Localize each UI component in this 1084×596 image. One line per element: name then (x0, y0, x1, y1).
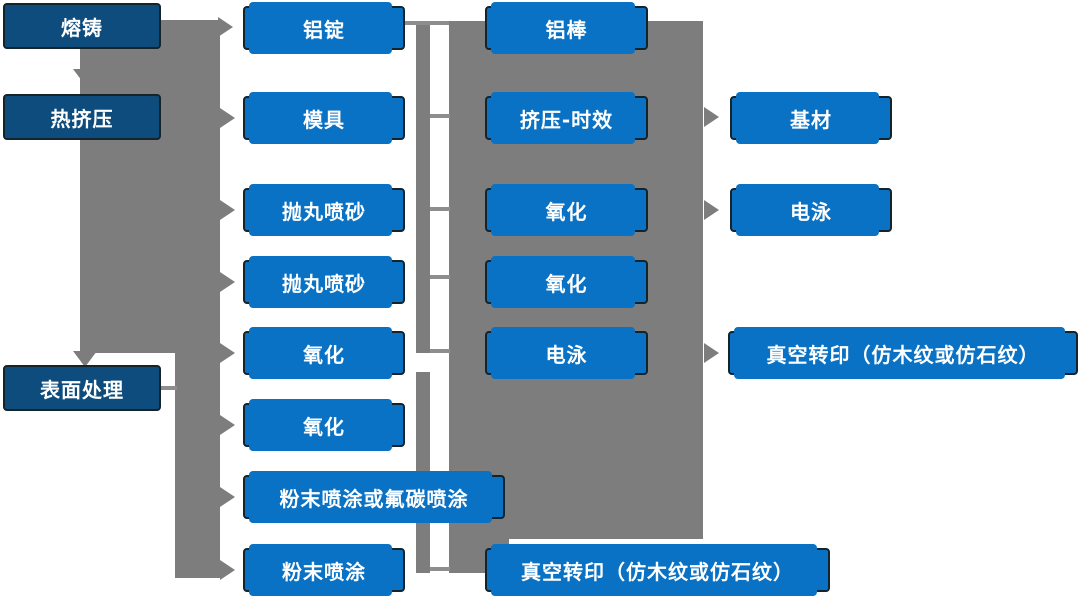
arrow-to-powder-coating (220, 560, 235, 580)
node-hot-extrusion: 热挤压 (3, 94, 161, 140)
node-oxidation-1: 氧化 (243, 327, 405, 379)
connector-band-left-narrow (175, 353, 220, 578)
node-mold: 模具 (243, 92, 405, 144)
tick-bus-row4 (430, 275, 450, 279)
node-aluminum-rod: 铝棒 (485, 2, 648, 54)
node-oxidation-3: 氧化 (485, 184, 648, 236)
arrow-down-to-surface-treatment (73, 351, 97, 367)
connector-band-left-wide (80, 20, 220, 353)
node-aluminum-ingot: 铝锭 (243, 2, 405, 54)
tick-bus-row3 (430, 207, 450, 211)
connector-shaft-casting-to-ingot (161, 20, 218, 36)
tick-bus-row2 (430, 114, 450, 118)
arrow-to-electrophoresis-2 (704, 200, 719, 220)
arrow-down-to-hot-extrusion (73, 69, 97, 85)
node-vacuum-transfer-bottom: 真空转印（仿木纹或仿石纹） (485, 544, 830, 596)
node-shot-blasting-2: 抛丸喷砂 (243, 256, 405, 308)
arrow-to-mold (220, 108, 235, 128)
node-extrusion-aging: 挤压-时效 (485, 92, 648, 144)
node-electrophoresis-2: 电泳 (730, 184, 892, 236)
tick-bus-bottom (430, 567, 450, 571)
tick-ingot-to-bus (405, 21, 449, 25)
arrow-to-powder-or-fluorocarbon (220, 487, 235, 507)
arrow-to-base-material (704, 107, 719, 127)
node-oxidation-4: 氧化 (485, 256, 648, 308)
node-surface-treatment: 表面处理 (3, 365, 161, 411)
node-base-material: 基材 (730, 92, 892, 144)
node-powder-or-fluorocarbon-coating: 粉末喷涂或氟碳喷涂 (243, 471, 505, 523)
arrow-to-vacuum-transfer-right (704, 343, 719, 363)
arrow-to-shot-blasting-1 (220, 200, 235, 220)
node-electrophoresis-1: 电泳 (485, 327, 648, 379)
connector-bus-bar-upper (416, 21, 430, 353)
node-casting: 熔铸 (3, 3, 161, 49)
arrow-to-oxidation-1 (220, 343, 235, 363)
arrow-to-aluminum-ingot (218, 17, 233, 37)
arrow-to-oxidation-2 (220, 415, 235, 435)
tick-bus-row5 (430, 349, 450, 353)
node-oxidation-2: 氧化 (243, 399, 405, 451)
arrow-to-shot-blasting-2 (220, 272, 235, 292)
node-powder-coating: 粉末喷涂 (243, 544, 405, 596)
node-shot-blasting-1: 抛丸喷砂 (243, 184, 405, 236)
connector-surface-treatment-link (161, 386, 177, 390)
node-vacuum-transfer-right: 真空转印（仿木纹或仿石纹） (728, 327, 1078, 379)
